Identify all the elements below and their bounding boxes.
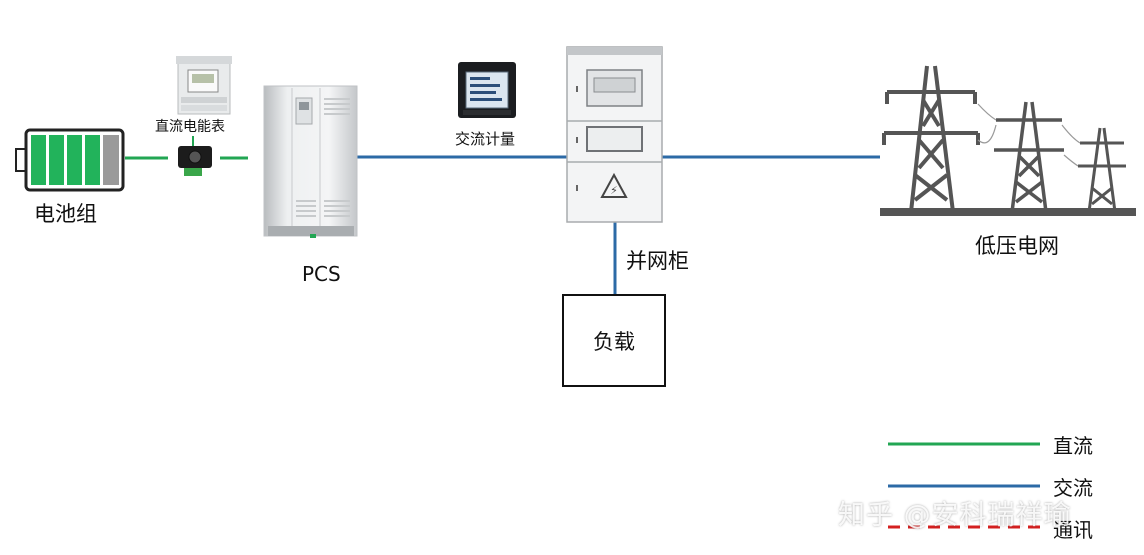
power-tower-small <box>1078 127 1126 213</box>
ac-meter-label: 交流计量 <box>455 130 516 148</box>
dc-wiring <box>125 136 248 160</box>
legend-comm-label: 通讯 <box>1053 518 1093 542</box>
battery-icon <box>15 128 125 192</box>
power-tower-icon <box>880 65 1136 216</box>
current-sensor-icon <box>178 146 212 176</box>
pcs-cabinet-icon <box>263 85 358 238</box>
ac-meter-icon <box>458 62 516 118</box>
low-voltage-grid-label: 低压电网 <box>975 234 1059 258</box>
dc-energy-meter-icon <box>176 56 232 115</box>
legend-lines <box>888 442 1040 529</box>
power-tower-medium <box>994 101 1064 213</box>
power-tower-large <box>882 65 980 213</box>
grid-cabinet-icon: ⚡ <box>566 46 663 223</box>
pcs-label: PCS <box>302 262 341 286</box>
ac-wiring <box>357 155 880 294</box>
load-label: 负载 <box>593 329 635 354</box>
svg-text:⚡: ⚡ <box>610 184 618 197</box>
legend-ac-label: 交流 <box>1053 476 1093 500</box>
grid-cabinet-label: 并网柜 <box>626 249 689 273</box>
legend-dc-label: 直流 <box>1053 434 1093 458</box>
power-lines <box>977 103 1081 167</box>
watermark: 知乎 @安科瑞祥瑜 <box>838 500 1072 531</box>
dc-meter-label: 直流电能表 <box>155 119 225 135</box>
battery-label: 电池组 <box>34 202 97 226</box>
load-box: 负载 <box>562 294 666 387</box>
